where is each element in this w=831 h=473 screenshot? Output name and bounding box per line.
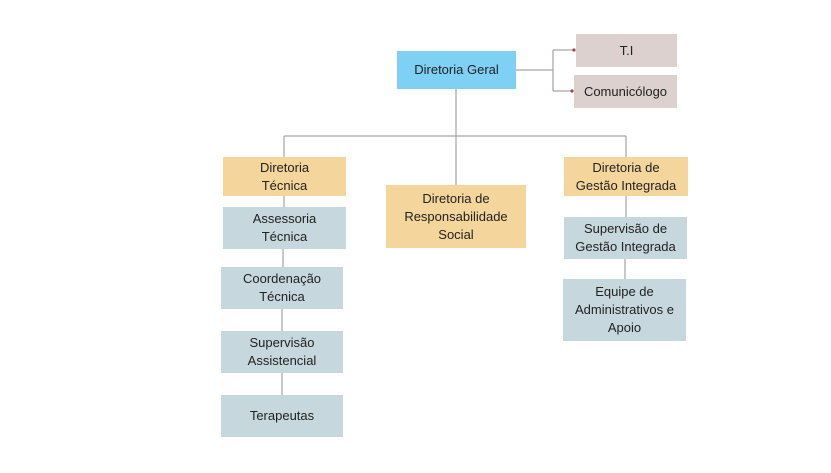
node-coordenacao-tecnica: Coordenação Técnica — [221, 267, 343, 309]
node-supervisao-gestao-integrada: Supervisão de Gestão Integrada — [564, 217, 687, 259]
node-supervisao-gestao-integrada-label: Supervisão de Gestão Integrada — [575, 221, 676, 254]
arrow-dot-ti — [572, 48, 576, 52]
node-ti: T.I — [576, 34, 677, 67]
node-supervisao-assistencial-label: Supervisão Assistencial — [247, 335, 317, 368]
node-diretoria-responsabilidade-social: Diretoria de Responsabilidade Social — [386, 185, 526, 248]
node-ti-label: T.I — [619, 42, 634, 58]
node-diretoria-tecnica: Diretoria Técnica — [223, 157, 346, 196]
node-diretoria-geral: Diretoria Geral — [397, 51, 516, 89]
node-assessoria-tecnica-label: Assessoria Técnica — [252, 211, 317, 244]
node-assessoria-tecnica: Assessoria Técnica — [223, 207, 346, 249]
node-terapeutas-label: Terapeutas — [249, 408, 315, 423]
node-diretoria-tecnica-label: Diretoria Técnica — [259, 159, 310, 193]
node-diretoria-gestao-integrada: Diretoria de Gestão Integrada — [564, 157, 688, 196]
node-comunicologo: Comunicólogo — [574, 75, 677, 108]
node-coordenacao-tecnica-label: Coordenação Técnica — [242, 271, 322, 304]
node-supervisao-assistencial: Supervisão Assistencial — [221, 331, 343, 373]
node-terapeutas: Terapeutas — [221, 395, 343, 437]
node-diretoria-geral-label: Diretoria Geral — [414, 62, 499, 77]
node-diretoria-responsabilidade-social-label: Diretoria de Responsabilidade Social — [404, 190, 508, 242]
arrow-dot-comunicologo — [570, 89, 574, 93]
node-equipe-administrativos-apoio-label: Equipe de Administrativos e Apoio — [575, 284, 674, 335]
node-diretoria-gestao-integrada-label: Diretoria de Gestão Integrada — [575, 159, 677, 193]
node-comunicologo-label: Comunicólogo — [583, 83, 668, 99]
node-equipe-administrativos-apoio: Equipe de Administrativos e Apoio — [563, 279, 686, 341]
